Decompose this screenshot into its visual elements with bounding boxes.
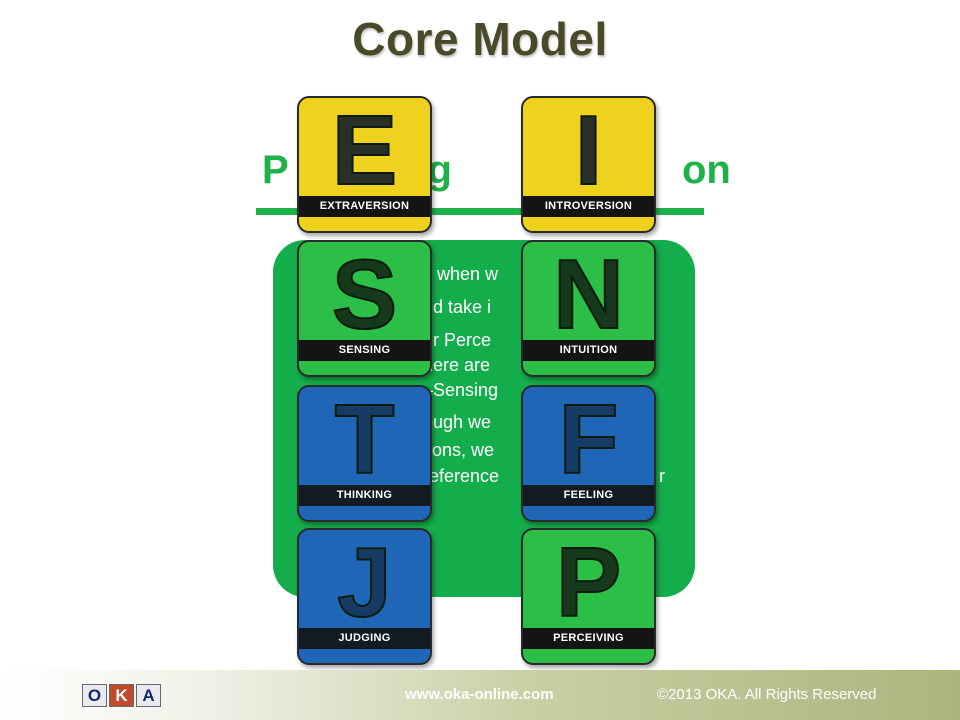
card-extraversion: E EXTRAVERSION — [297, 96, 432, 233]
footer-copyright: ©2013 OKA. All Rights Reserved — [657, 686, 877, 703]
card-label: PERCEIVING — [523, 628, 654, 649]
panel-text-line: ur Perce — [423, 330, 492, 350]
panel-text-line: –Sensing — [423, 380, 499, 400]
card-label: EXTRAVERSION — [299, 196, 430, 217]
card-sensing: S SENSING — [297, 240, 432, 377]
subtitle-underline — [256, 208, 704, 215]
panel-text-line: nd take i — [423, 297, 492, 317]
card-judging: J JUDGING — [297, 528, 432, 665]
logo-letter: O — [82, 684, 107, 707]
slide-title: Core Model — [352, 13, 608, 65]
footer-url-link[interactable]: www.oka-online.com — [405, 686, 554, 703]
card-introversion: I INTROVERSION — [521, 96, 656, 233]
card-label: FEELING — [523, 485, 654, 506]
card-thinking: T THINKING — [297, 385, 432, 522]
card-intuition: N INTUITION — [521, 240, 656, 377]
panel-text-line: reference — [423, 466, 500, 486]
oka-logo: O K A — [82, 684, 161, 707]
panel-text-line: ough we — [423, 412, 492, 432]
card-letter: S — [331, 240, 398, 349]
panel-text-line: here are — [423, 355, 491, 375]
card-letter: N — [552, 240, 625, 349]
card-letter: P — [555, 528, 622, 637]
card-label: THINKING — [299, 485, 430, 506]
logo-letter: A — [136, 684, 161, 707]
card-label: INTUITION — [523, 340, 654, 361]
card-label: INTROVERSION — [523, 196, 654, 217]
card-letter: I — [574, 96, 603, 205]
card-feeling: F FEELING — [521, 385, 656, 522]
card-letter: F — [558, 385, 620, 494]
card-letter: J — [336, 528, 393, 637]
panel-text-line: tions, we — [423, 440, 495, 460]
subtitle-fragment-left: P — [262, 148, 289, 192]
card-label: JUDGING — [299, 628, 430, 649]
subtitle-fragment-right: on — [682, 148, 731, 192]
card-letter: T — [334, 385, 396, 494]
card-perceiving: P PERCEIVING — [521, 528, 656, 665]
slide-subtitle: P ing on — [262, 148, 731, 193]
card-label: SENSING — [299, 340, 430, 361]
card-letter: E — [331, 96, 398, 205]
panel-text-line: r — [659, 466, 665, 486]
panel-text-line: s when w — [423, 264, 499, 284]
logo-letter: K — [109, 684, 134, 707]
